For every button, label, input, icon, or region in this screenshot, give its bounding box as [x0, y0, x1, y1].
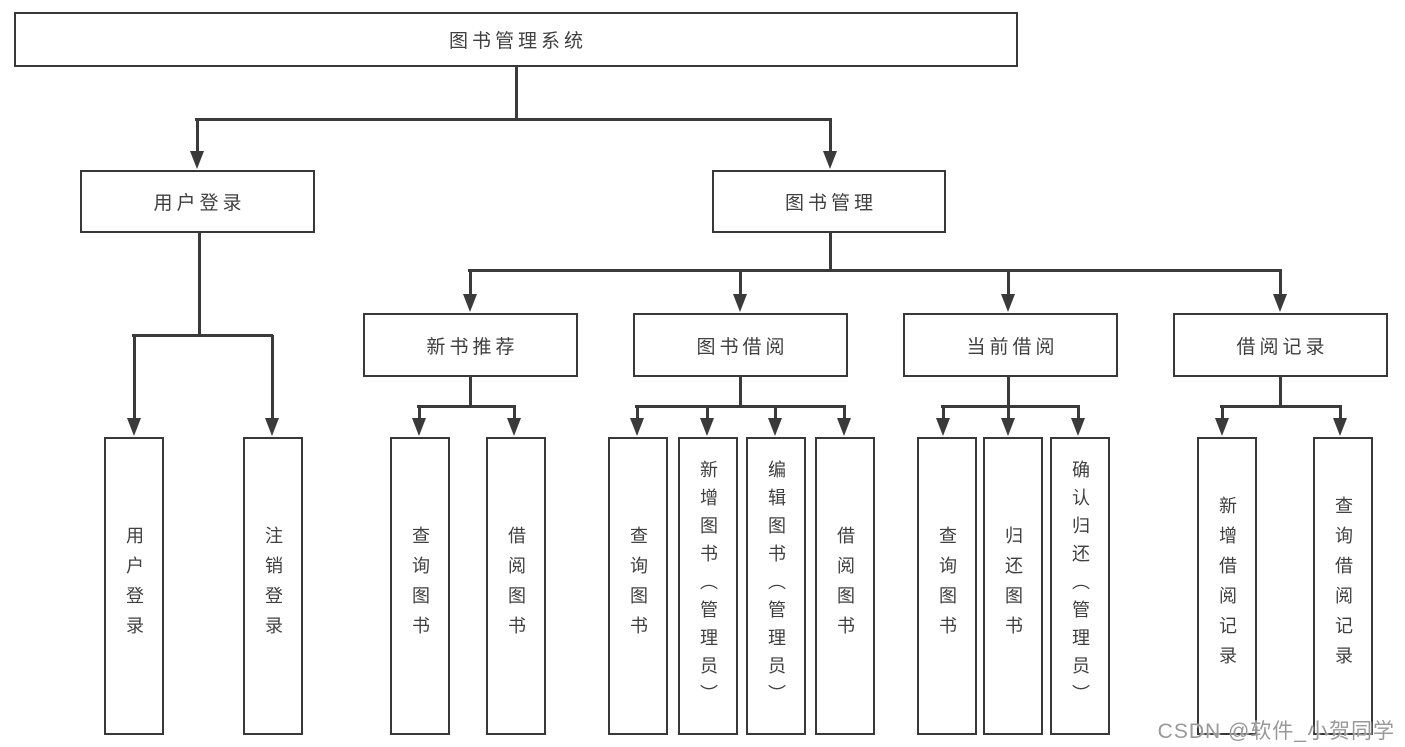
connector-user-login-horizontal	[132, 334, 273, 337]
connector-leaf-drop	[706, 406, 709, 419]
csdn-watermark: CSDN @软件_小贺同学	[1157, 720, 1395, 743]
arrowhead-down-icon	[463, 294, 477, 312]
leaf-br-add-record: 新增借阅记录	[1197, 437, 1257, 735]
connector-leaf-drop	[1339, 406, 1342, 419]
connector-current-borrow-horizontal	[941, 405, 1080, 408]
connector-user-login-drop-2	[271, 335, 274, 419]
leaf-br-query-record: 查询借阅记录	[1313, 437, 1373, 735]
connector-borrow-records-horizontal	[1220, 405, 1342, 408]
connector-new-book-rec-horizontal	[417, 405, 516, 408]
connector-leaf-drop	[418, 406, 421, 419]
connector-leaf-drop	[774, 406, 777, 419]
connector-borrow-records-stem	[1279, 377, 1282, 407]
connector-book-mgmt-stem	[829, 233, 832, 271]
arrowhead-down-icon	[412, 418, 426, 436]
arrowhead-down-icon	[190, 151, 204, 169]
arrowhead-down-icon	[1215, 418, 1229, 436]
leaf-user-login: 用户登录	[104, 437, 164, 735]
arrowhead-down-icon	[823, 151, 837, 169]
arrowhead-down-icon	[768, 418, 782, 436]
connector-book-mgmt-drop-3	[1007, 271, 1010, 297]
connector-leaf-drop	[1077, 406, 1080, 419]
leaf-cb-query-book: 查询图书	[917, 437, 977, 735]
arrowhead-down-icon	[1001, 418, 1015, 436]
leaf-cb-return-book: 归还图书	[983, 437, 1043, 735]
connector-leaf-drop	[942, 406, 945, 419]
connector-user-login-drop-1	[133, 335, 136, 419]
connector-book-mgmt-drop-4	[1279, 271, 1282, 297]
arrowhead-down-icon	[936, 418, 950, 436]
arrowhead-down-icon	[837, 418, 851, 436]
arrowhead-down-icon	[630, 418, 644, 436]
connector-leaf-drop	[513, 406, 516, 419]
connector-book-mgmt-drop-1	[469, 271, 472, 297]
connector-book-borrow-stem	[739, 377, 742, 407]
connector-leaf-drop	[636, 406, 639, 419]
connector-book-mgmt-drop-2	[739, 271, 742, 297]
arrowhead-down-icon	[1333, 418, 1347, 436]
arrowhead-down-icon	[733, 294, 747, 312]
node-book-borrow: 图书借阅	[633, 313, 848, 377]
leaf-cb-confirm-return: 确认归还（管理员）	[1050, 437, 1110, 735]
arrowhead-down-icon	[265, 418, 279, 436]
connector-root-drop-left	[196, 119, 199, 153]
leaf-logout: 注销登录	[243, 437, 303, 735]
node-root: 图书管理系统	[14, 12, 1018, 67]
node-book-mgmt: 图书管理	[712, 170, 946, 233]
arrowhead-down-icon	[127, 418, 141, 436]
connector-leaf-drop	[1007, 406, 1010, 419]
arrowhead-down-icon	[1071, 418, 1085, 436]
arrowhead-down-icon	[1273, 294, 1287, 312]
connector-current-borrow-stem	[1007, 377, 1010, 407]
leaf-bb-edit-book: 编辑图书（管理员）	[746, 437, 806, 735]
connector-leaf-drop	[1221, 406, 1224, 419]
connector-book-borrow-horizontal	[635, 405, 846, 408]
connector-root-drop-right	[829, 119, 832, 153]
connector-root-stem	[515, 66, 518, 121]
arrowhead-down-icon	[507, 418, 521, 436]
node-user-login: 用户登录	[80, 170, 315, 233]
connector-user-login-stem	[198, 233, 201, 336]
leaf-bb-borrow-book: 借阅图书	[815, 437, 875, 735]
leaf-rec-query-book: 查询图书	[390, 437, 450, 735]
node-new-book-recommend: 新书推荐	[363, 313, 578, 377]
node-current-borrow: 当前借阅	[903, 313, 1118, 377]
node-borrow-records: 借阅记录	[1173, 313, 1388, 377]
connector-root-horizontal	[195, 118, 832, 121]
connector-book-mgmt-horizontal	[468, 269, 1282, 272]
arrowhead-down-icon	[700, 418, 714, 436]
arrowhead-down-icon	[1001, 294, 1015, 312]
leaf-rec-borrow-book: 借阅图书	[486, 437, 546, 735]
connector-leaf-drop	[843, 406, 846, 419]
leaf-bb-query-book: 查询图书	[608, 437, 668, 735]
connector-new-book-rec-stem	[469, 377, 472, 407]
leaf-bb-add-book: 新增图书（管理员）	[678, 437, 738, 735]
